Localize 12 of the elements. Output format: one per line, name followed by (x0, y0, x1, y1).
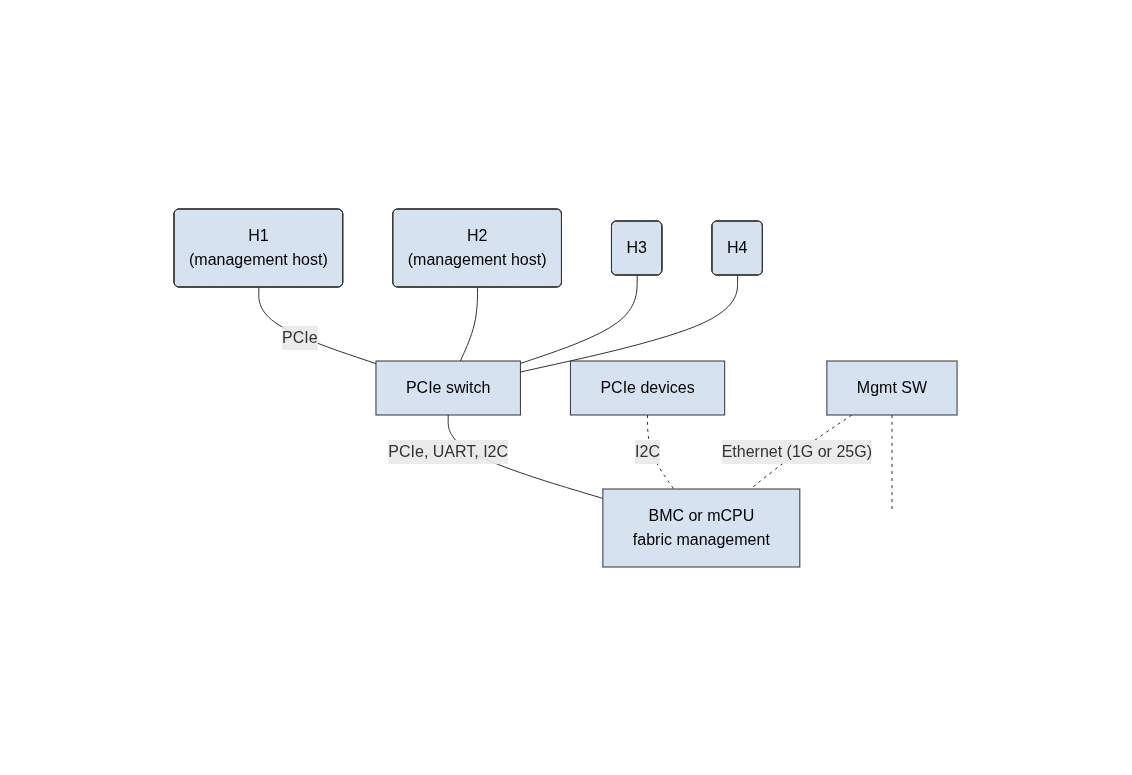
node-box: PCIe devices (570, 360, 726, 415)
edge-label: PCIe (282, 328, 319, 346)
node-box: BMC or mCPU fabric management (602, 488, 801, 567)
connector (460, 286, 479, 361)
edge-label: PCIe, UART, I2C (388, 442, 509, 460)
connector (520, 274, 739, 372)
edge-label: I2C (635, 442, 661, 460)
connector (520, 274, 639, 364)
node-box: PCIe switch (375, 360, 522, 415)
connector (258, 286, 377, 364)
edge-label: Ethernet (1G or 25G) (722, 442, 873, 460)
node-box: Mgmt SW (826, 360, 959, 415)
